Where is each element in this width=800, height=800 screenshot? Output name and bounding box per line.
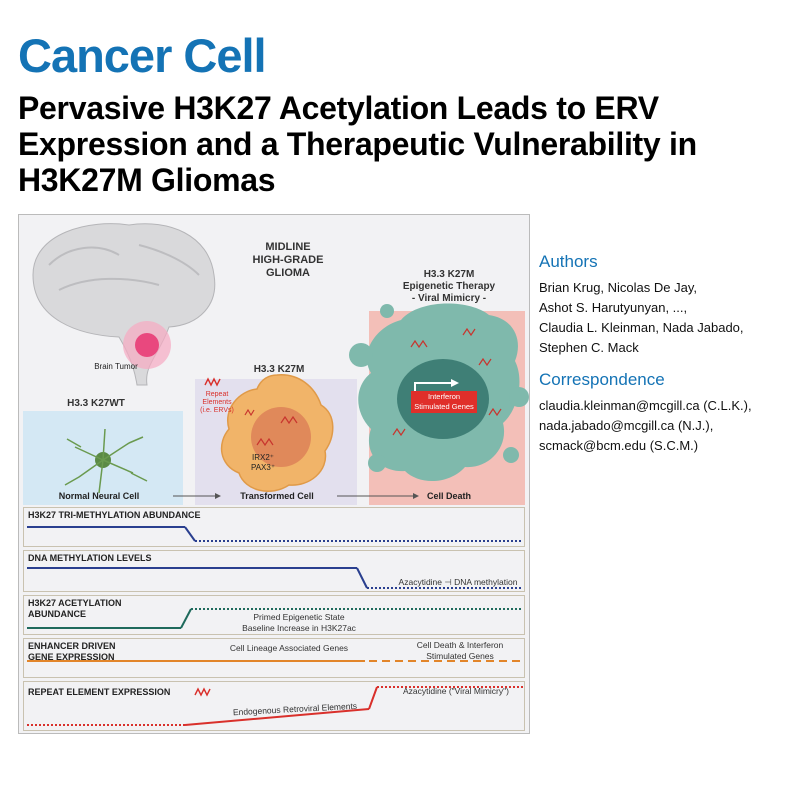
dna-methylation-line [27, 567, 523, 589]
track-note: Cell Death & Interferon Stimulated Genes [416, 640, 504, 661]
authors-line: Ashot S. Harutyunyan, ..., [539, 300, 688, 315]
correspondence-heading: Correspondence [539, 370, 665, 389]
interferon-box [411, 391, 477, 413]
repeat-elements-glyph [204, 377, 221, 387]
track-title: REPEAT ELEMENT EXPRESSION [28, 687, 171, 697]
trimethylation-line [27, 526, 523, 542]
track-repeat-expression: REPEAT ELEMENT EXPRESSION Endogenous Ret… [23, 681, 525, 731]
interferon-arrow [414, 382, 451, 393]
track-note: Azacytidine ("Viral Mimicry") [402, 686, 509, 696]
abstract-illustration [23, 223, 529, 726]
acetylation-line [27, 608, 523, 629]
track-note: Cell Lineage Associated Genes [229, 643, 349, 653]
tumor [135, 333, 159, 357]
track-note: Azacytidine ⊣ DNA methylation [398, 577, 518, 587]
k27m-heading: H3.3 K27M [253, 364, 305, 375]
track-enhancer: ENHANCER DRIVEN GENE EXPRESSION Cell Lin… [23, 638, 525, 678]
transformed-cell [220, 374, 334, 492]
track-title: H3K27 TRI-METHYLATION ABUNDANCE [28, 510, 201, 520]
email-line[interactable]: nada.jabado@mcgill.ca (N.J.), [539, 418, 714, 433]
track-note: Endogenous Retroviral Elements [232, 700, 358, 718]
wt-heading: H3.3 K27WT [67, 398, 125, 409]
stage-label-transformed: Transformed Cell [240, 491, 314, 501]
article-title: Pervasive H3K27 Acetylation Leads to ERV… [18, 90, 697, 198]
journal-name: Cancer Cell [18, 29, 267, 82]
authors-line: Claudia L. Kleinman, Nada Jabado, [539, 320, 744, 335]
email-line[interactable]: claudia.kleinman@mcgill.ca (C.L.K.), [539, 398, 752, 413]
midline-heading: MIDLINE HIGH-GRADE GLIOMA [252, 241, 324, 279]
graphical-abstract: Brain Tumor MIDLINE HIGH-GRADE GLIOMA H3… [18, 214, 530, 734]
stage-label-normal: Normal Neural Cell [58, 491, 140, 501]
cell-markers: IRX2⁺ PAX3⁺ [250, 453, 276, 472]
track-title: DNA METHYLATION LEVELS [28, 553, 152, 563]
article-sidebar: Authors Brian Krug, Nicolas De Jay, Asho… [539, 252, 794, 468]
authors-line: Brian Krug, Nicolas De Jay, [539, 280, 697, 295]
brain-illustration [32, 223, 216, 386]
track-title: H3K27 ACETYLATION ABUNDANCE [28, 598, 122, 619]
dying-cell [349, 303, 529, 482]
stage-label-death: Cell Death [426, 491, 471, 501]
correspondence-block: Correspondence claudia.kleinman@mcgill.c… [539, 370, 794, 456]
authors-block: Authors Brian Krug, Nicolas De Jay, Asho… [539, 252, 794, 358]
interferon-label: Interferon Stimulated Genes [414, 392, 474, 411]
authors-heading: Authors [539, 252, 598, 271]
brain-tumor-label: Brain Tumor [94, 362, 138, 371]
neural-cell [64, 428, 148, 494]
repeat-elements-label: Repeat Elements (i.e. ERVs) [200, 391, 234, 414]
track-trimethylation: H3K27 TRI-METHYLATION ABUNDANCE [23, 507, 525, 547]
track-note: Primed Epigenetic State Baseline Increas… [242, 612, 356, 633]
email-line[interactable]: scmack@bcm.edu (S.C.M.) [539, 438, 699, 453]
repeat-expression-line [27, 686, 523, 726]
track-dna-methylation: DNA METHYLATION LEVELS Azacytidine ⊣ DNA… [23, 550, 525, 592]
track-title: ENHANCER DRIVEN GENE EXPRESSION [28, 641, 116, 662]
track-acetylation: H3K27 ACETYLATION ABUNDANCE Primed Epige… [23, 595, 525, 635]
therapy-heading: H3.3 K27M Epigenetic Therapy - Viral Mim… [402, 269, 496, 304]
authors-line: Stephen C. Mack [539, 340, 639, 355]
